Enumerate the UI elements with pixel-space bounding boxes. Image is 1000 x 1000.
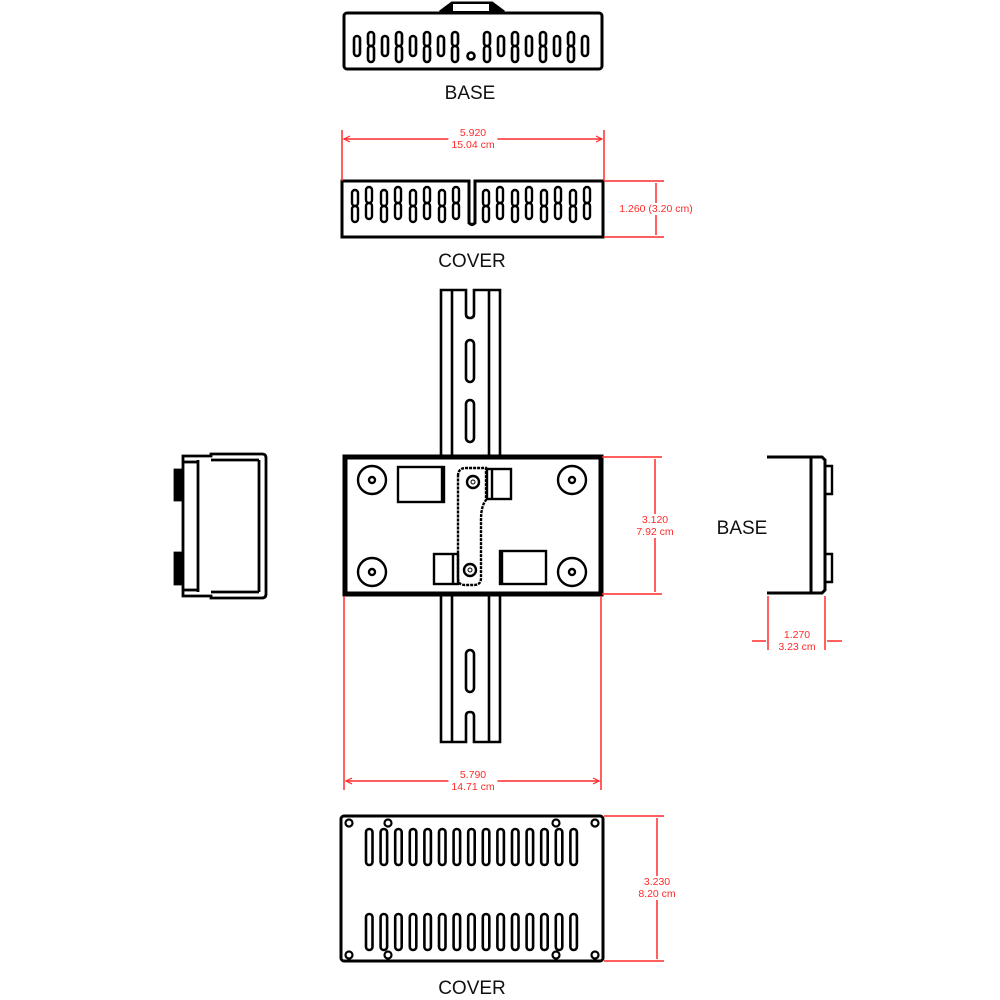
cover-bottom-height-dimension: 3.230 8.20 cm xyxy=(635,876,679,900)
cover-bottom-height-cm: 8.20 cm xyxy=(638,888,676,900)
cover-top-label: COVER xyxy=(438,251,506,272)
cover-height-dimension: 1.260 (3.20 cm) xyxy=(616,203,696,215)
base-width-inches: 5.790 xyxy=(459,769,487,781)
base-front-view xyxy=(342,454,604,597)
right-side-view xyxy=(767,455,834,595)
base-depth-cm: 3.23 cm xyxy=(778,641,816,653)
base-height-inches: 3.120 xyxy=(641,514,669,526)
cover-bottom-label: COVER xyxy=(438,978,506,999)
cover-bottom-view xyxy=(339,814,605,963)
cover-width-cm: 15.04 cm xyxy=(451,139,495,151)
base-height-dimension: 3.120 7.92 cm xyxy=(633,514,677,538)
left-side-view xyxy=(173,452,268,600)
base-side-label: BASE xyxy=(716,518,768,539)
cover-top-dimension-lines xyxy=(341,130,664,238)
cover-width-inches: 5.920 xyxy=(459,127,487,139)
base-width-dimension: 5.790 14.71 cm xyxy=(448,769,498,793)
cover-width-dimension: 5.920 15.04 cm xyxy=(448,127,498,151)
cover-height-text: 1.260 (3.20 cm) xyxy=(619,203,693,215)
right-side-dimension-lines xyxy=(752,596,842,650)
cover-top-view xyxy=(340,179,605,239)
base-top-view xyxy=(342,1,604,71)
base-ventilation-slots xyxy=(352,30,590,64)
base-width-cm: 14.71 cm xyxy=(451,781,495,793)
base-top-label: BASE xyxy=(444,83,496,104)
base-depth-dimension: 1.270 3.23 cm xyxy=(775,629,819,653)
cover-bottom-ventilation-slots xyxy=(364,827,579,952)
base-depth-inches: 1.270 xyxy=(783,629,811,641)
cover-ventilation-slots xyxy=(350,185,592,224)
base-height-cm: 7.92 cm xyxy=(636,526,674,538)
cover-bottom-height-inches: 3.230 xyxy=(643,876,671,888)
